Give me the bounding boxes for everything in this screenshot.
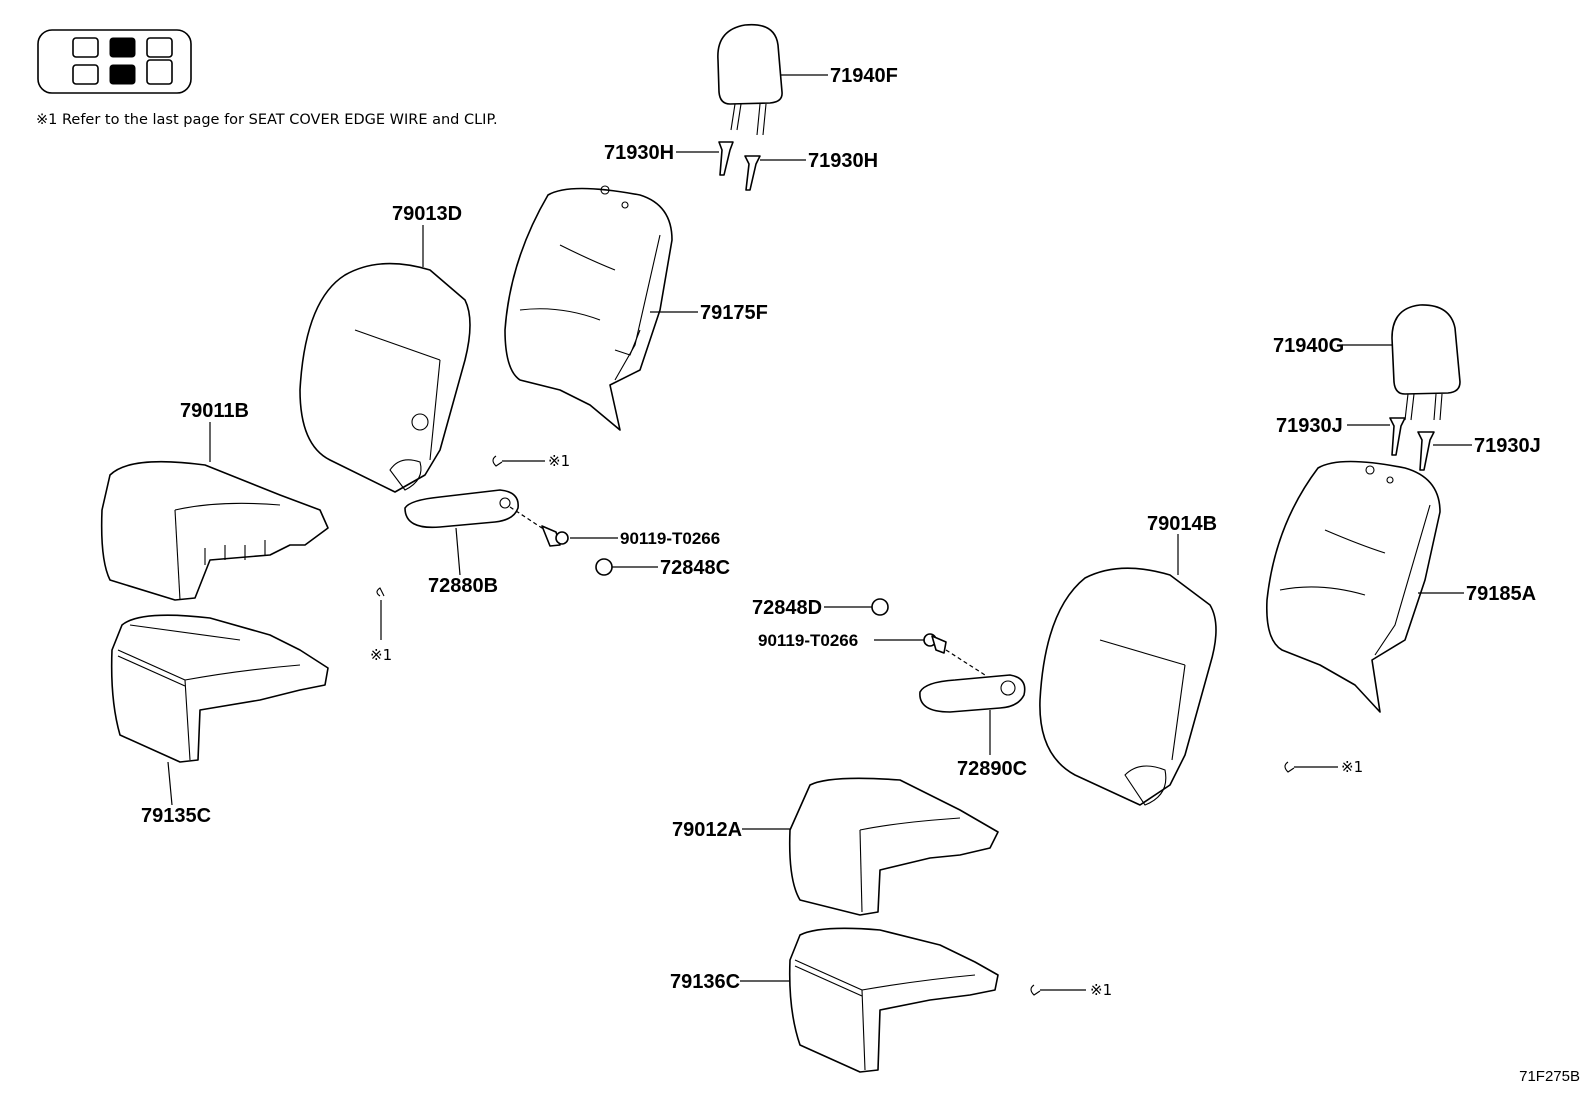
label-72880b: 72880B (428, 575, 498, 597)
headrest-guide-71930h-left (718, 141, 734, 176)
label-79136c: 79136C (670, 971, 740, 993)
label-71930j-left: 71930J (1276, 415, 1343, 437)
label-72848d: 72848D (752, 597, 822, 619)
label-90119-right: 90119-T0266 (758, 631, 858, 650)
bolt-90119-right (923, 633, 947, 654)
headrest-guide-71930j-right (1417, 431, 1435, 471)
label-79012a: 79012A (672, 819, 742, 841)
seat-cushion-pad-79012a (788, 777, 999, 916)
ref-mark-2: ※1 (370, 646, 392, 664)
seat-cushion-cover-79135c (110, 614, 329, 763)
seat-position-icon (37, 29, 192, 94)
ref-mark-4: ※1 (1090, 981, 1112, 999)
wire-clip-ref-3 (1284, 761, 1295, 773)
headrest-71940g (1391, 304, 1461, 421)
label-79014b: 79014B (1147, 513, 1217, 535)
label-79013d: 79013D (392, 203, 462, 225)
seat-cover-note: ※1 Refer to the last page for SEAT COVER… (36, 112, 498, 128)
ref-mark-1: ※1 (548, 452, 570, 470)
armrest-72880b (404, 489, 519, 529)
label-71930h-left: 71930H (604, 142, 674, 164)
clip-72848d (871, 598, 889, 616)
label-71930h-right: 71930H (808, 150, 878, 172)
label-71940f: 71940F (830, 65, 898, 87)
label-79185a: 79185A (1466, 583, 1536, 605)
label-90119-left: 90119-T0266 (620, 529, 720, 548)
label-71940g: 71940G (1273, 335, 1344, 357)
seat-back-pad-79014b (1039, 567, 1217, 806)
ref-mark-3: ※1 (1341, 758, 1363, 776)
armrest-72890c (919, 674, 1026, 713)
label-79135c: 79135C (141, 805, 211, 827)
wire-clip-ref-2 (376, 587, 385, 597)
seat-back-cover-79175f (504, 185, 673, 431)
label-79175f: 79175F (700, 302, 768, 324)
headrest-guide-71930j-left (1389, 417, 1406, 456)
label-79011b: 79011B (180, 400, 249, 422)
label-72890c: 72890C (957, 758, 1027, 780)
label-71930j-right: 71930J (1474, 435, 1541, 457)
seat-back-pad-79013d (299, 262, 471, 493)
seat-cushion-cover-79136c (788, 927, 999, 1073)
label-72848c: 72848C (660, 557, 730, 579)
bolt-90119-left (541, 525, 569, 547)
headrest-71940f (717, 23, 783, 136)
wire-clip-ref-1 (492, 455, 503, 467)
clip-72848c (595, 558, 613, 576)
seat-cushion-pad-79011b (100, 460, 329, 601)
wire-clip-ref-4 (1030, 984, 1041, 996)
drawing-code: 71F275B (1519, 1068, 1580, 1085)
seat-back-cover-79185a (1265, 460, 1441, 713)
headrest-guide-71930h-right (744, 155, 761, 191)
